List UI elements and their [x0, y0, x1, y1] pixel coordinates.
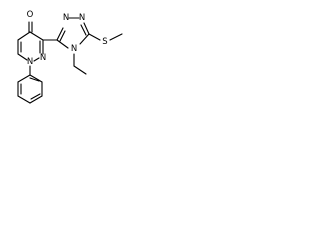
bond-ph4-ph5-double [30, 93, 41, 100]
atom-nitrogen-triazole-1: N [79, 13, 85, 23]
bond-tc3-tn2-double [59, 30, 66, 42]
atom-sulfur: S [102, 37, 107, 47]
atom-labels: O N N N N N S [27, 10, 108, 67]
bond-c5-s [88, 33, 101, 41]
methylthio-group [88, 33, 123, 41]
bond-c3-c4 [29, 31, 44, 41]
bond-c6-n1 [17, 53, 28, 61]
bond-tc5-tn4 [79, 33, 90, 45]
pyridazinone-ring [17, 21, 44, 62]
atom-nitrogen-n2: N [40, 53, 46, 63]
bond-ph4-ph5 [29, 95, 43, 104]
bond-ch2-ch3 [73, 65, 87, 75]
bond-ph1-ph2 [17, 74, 31, 83]
bond-tc3-tn2 [56, 27, 64, 41]
molecule-structure: O N N N N N S [17, 10, 123, 104]
bond-tn1-tc5 [83, 22, 90, 35]
ethyl-group [73, 53, 87, 75]
bond-ph6-ph1-double [29, 77, 40, 82]
atom-nitrogen-n1: N [27, 57, 33, 67]
triazole-ring [56, 17, 90, 49]
bond-c4-c5 [17, 31, 31, 41]
bond-n1-n2 [33, 57, 40, 62]
bond-tn4-tc3 [56, 39, 69, 49]
bond-s-ch3 [109, 33, 123, 41]
atom-nitrogen-triazole-2: N [63, 13, 69, 23]
bond-tn1-tc5-double [80, 24, 87, 36]
atom-nitrogen-triazole-4: N [71, 44, 77, 54]
phenyl-ring [17, 65, 43, 104]
bond-ph3-ph4 [17, 95, 31, 104]
bond-ph6-ph1 [29, 74, 43, 83]
atom-oxygen: O [27, 10, 34, 20]
